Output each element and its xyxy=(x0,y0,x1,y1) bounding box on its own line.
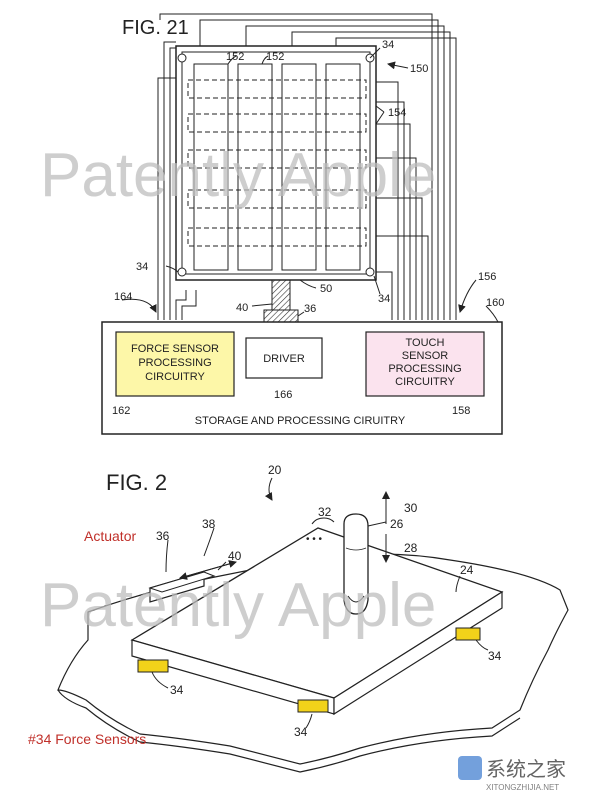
fig2-title: FIG. 2 xyxy=(106,470,167,495)
actuator-stem-40 xyxy=(271,279,291,311)
corner-logo-icon xyxy=(458,756,482,780)
force-sensor-label-line2: PROCESSING xyxy=(138,357,211,369)
ref-40: 40 xyxy=(228,549,242,563)
driver-box xyxy=(245,337,323,379)
storage-label: STORAGE AND PROCESSING CIRUITRY xyxy=(195,415,406,427)
ref-50: 50 xyxy=(320,283,332,295)
touch-sensor-label-line4: CIRCUITRY xyxy=(395,376,455,388)
ref-20: 20 xyxy=(268,463,282,477)
leader-160 xyxy=(485,305,499,323)
leader-40 xyxy=(251,303,273,307)
arrow-156 xyxy=(458,279,477,313)
electrodes-152 xyxy=(193,63,361,271)
ref-162: 162 xyxy=(112,405,130,417)
electrode-row xyxy=(187,149,367,169)
ref-40: 40 xyxy=(236,302,248,314)
force-sensor-label-line3: CIRCUITRY xyxy=(145,371,205,383)
ref-36: 36 xyxy=(156,529,170,543)
ref-28: 28 xyxy=(404,541,418,555)
arrow-164 xyxy=(121,298,157,313)
electrode-column xyxy=(237,63,273,271)
electrode-column xyxy=(325,63,361,271)
touch-sensor-label-line1: TOUCH xyxy=(406,337,445,349)
touch-sensor-label-line2: SENSOR xyxy=(402,350,449,362)
force-sensor-top-left xyxy=(177,53,187,63)
ref-160: 160 xyxy=(486,297,504,309)
ref-34-left: 34 xyxy=(136,261,148,273)
ref-36: 36 xyxy=(304,303,316,315)
ref-30: 30 xyxy=(404,501,418,515)
fig21-reference-numerals: 152 152 34 150 154 34 50 34 156 164 40 3… xyxy=(112,39,504,417)
ref-34-top: 34 xyxy=(382,39,394,51)
electrode-column xyxy=(193,63,229,271)
electrode-column xyxy=(281,63,317,271)
ref-24: 24 xyxy=(460,563,474,577)
fig2: FIG. 2 xyxy=(28,463,569,773)
ref-34-right: 34 xyxy=(488,649,502,663)
finger-26 xyxy=(343,513,369,615)
fig21-title: FIG. 21 xyxy=(122,17,189,39)
touch-sensor-box xyxy=(365,331,485,397)
ref-26: 26 xyxy=(390,517,404,531)
ref-dots: • • • xyxy=(306,534,323,545)
touch-panel-inner xyxy=(181,51,371,275)
force-sensor-label-line1: FORCE SENSOR xyxy=(131,343,219,355)
watermark-patently-apple-bottom: Patently Apple xyxy=(40,571,436,640)
ref-158: 158 xyxy=(452,405,470,417)
ref-152a: 152 xyxy=(226,51,244,63)
actuator-motion-arrow-back xyxy=(179,561,237,580)
ref-32: 32 xyxy=(318,505,332,519)
fig21: FIG. 21 xyxy=(101,13,504,435)
force-sensor-box xyxy=(115,331,235,397)
finger-crease xyxy=(345,547,367,551)
ref-34-bottom: 34 xyxy=(294,725,308,739)
watermark-patently-apple-top: Patently Apple xyxy=(40,141,436,210)
housing-surface-edge xyxy=(57,689,521,773)
ref-34-bottom: 34 xyxy=(378,293,390,305)
force-sensor-bottom-left xyxy=(177,267,187,277)
leader-36 xyxy=(297,311,305,317)
ref-164: 164 xyxy=(114,291,132,303)
force-sensor-pad-bottom xyxy=(297,699,329,713)
touch-sensor-label-line3: PROCESSING xyxy=(388,363,461,375)
ref-154: 154 xyxy=(388,107,406,119)
electrodes-154 xyxy=(187,79,367,247)
force-sensor-bottom-right xyxy=(365,267,375,277)
touch-panel xyxy=(175,45,377,281)
arrow-20 xyxy=(264,477,273,501)
ref-152b: 152 xyxy=(266,51,284,63)
fig21-routing-wires-right xyxy=(159,13,457,320)
corner-watermark: 系统之家 XITONGZHIJIA.NET xyxy=(458,756,566,792)
electrode-row xyxy=(187,79,367,99)
force-sensor-pad-left xyxy=(137,659,169,673)
fig21-leaders xyxy=(165,47,385,295)
fig2-reference-numerals: 20 30 32 • • • 26 28 36 38 40 24 34 34 3… xyxy=(156,463,502,739)
force-sensor-pad-right xyxy=(455,627,481,641)
ref-38: 38 xyxy=(202,517,216,531)
ref-150: 150 xyxy=(410,63,428,75)
finger-nail xyxy=(347,595,365,603)
ref-34-left: 34 xyxy=(170,683,184,697)
arrow-150 xyxy=(387,61,409,70)
corner-logo-text: 系统之家 xyxy=(486,758,566,781)
actuator-caption: Actuator xyxy=(84,528,136,544)
corner-logo-subtext: XITONGZHIJIA.NET xyxy=(486,783,559,792)
ref-156: 156 xyxy=(478,271,496,283)
electrode-row xyxy=(187,189,367,209)
electrode-row xyxy=(187,227,367,247)
ref-166: 166 xyxy=(274,389,292,401)
driver-label: DRIVER xyxy=(263,353,305,365)
electrode-row xyxy=(187,113,367,133)
force-sensors-caption: #34 Force Sensors xyxy=(28,731,146,747)
fig2-leaders xyxy=(151,517,489,729)
display-side-right xyxy=(333,590,503,716)
